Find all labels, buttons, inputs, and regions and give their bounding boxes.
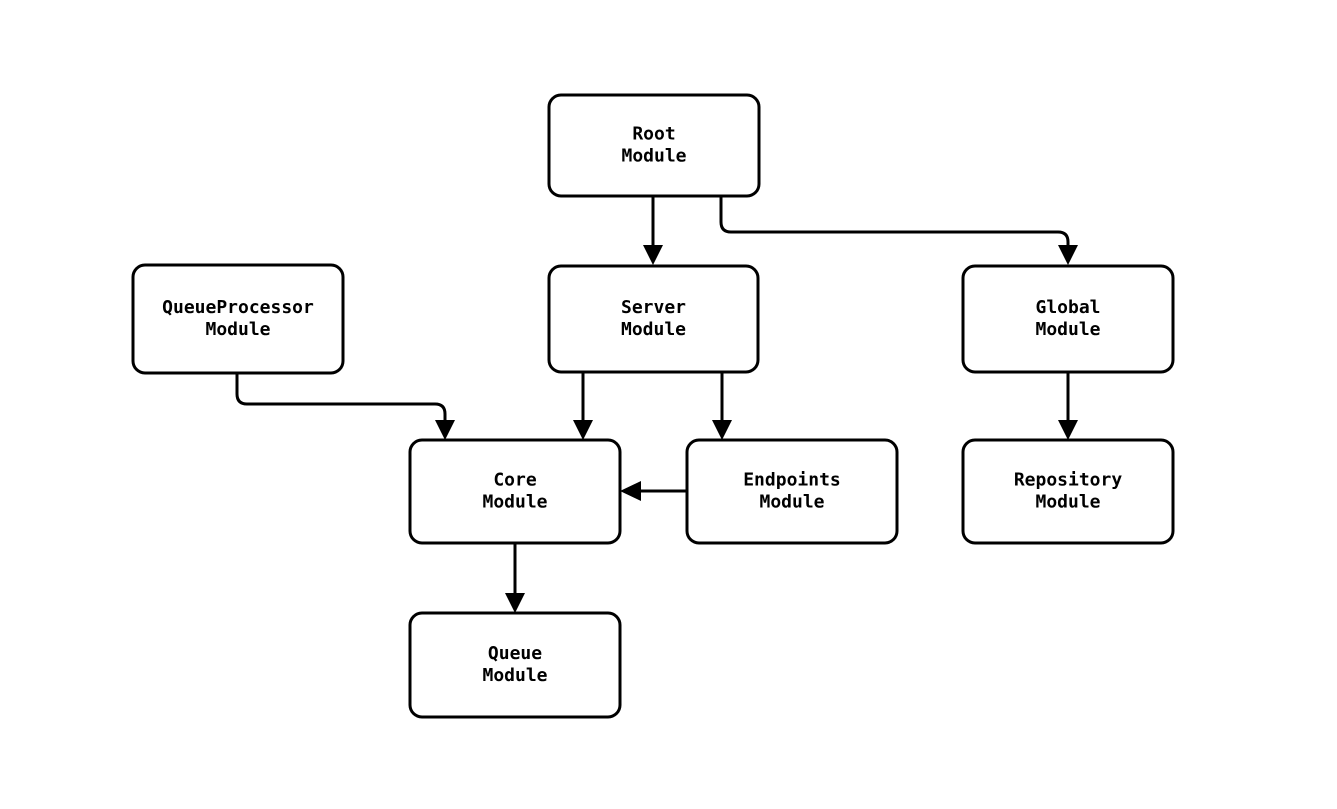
arrowhead-icon	[620, 481, 641, 501]
node-label-line2: Module	[1035, 492, 1100, 513]
node-box[interactable]	[961, 264, 1175, 374]
edge-queueprocessor-to-core	[235, 373, 455, 440]
edge-root-to-server	[643, 196, 663, 265]
arrowhead-icon	[1058, 245, 1078, 265]
node-label-line1: Server	[621, 297, 686, 318]
node-server-module[interactable]: Server Module	[547, 264, 760, 374]
edges-layer	[235, 196, 1078, 613]
edge-line	[719, 196, 1070, 251]
node-label-line1: QueueProcessor	[162, 297, 314, 318]
node-label-line2: Module	[205, 319, 270, 340]
arrowhead-icon	[712, 420, 732, 440]
node-label-line1: Queue	[488, 643, 542, 664]
node-label-line2: Module	[621, 319, 686, 340]
arrowhead-icon	[573, 420, 593, 440]
nodes-layer: Root Module QueueProcessor Module Server…	[131, 93, 1175, 719]
node-label-line2: Module	[482, 665, 547, 686]
node-queueprocessor-module[interactable]: QueueProcessor Module	[131, 263, 345, 375]
edge-root-to-global	[719, 196, 1078, 265]
edge-server-to-core	[573, 372, 593, 440]
node-label-line1: Repository	[1014, 470, 1123, 491]
node-root-module[interactable]: Root Module	[547, 93, 761, 198]
node-label-line1: Core	[493, 470, 537, 491]
node-box[interactable]	[547, 93, 761, 198]
node-box[interactable]	[685, 438, 899, 545]
edge-server-to-endpoints	[712, 372, 732, 440]
node-box[interactable]	[408, 438, 622, 545]
node-queue-module[interactable]: Queue Module	[408, 611, 622, 719]
node-label-line2: Module	[1035, 319, 1100, 340]
node-endpoints-module[interactable]: Endpoints Module	[685, 438, 899, 545]
edge-core-to-queue	[505, 543, 525, 613]
node-label-line1: Root	[632, 124, 675, 145]
node-label-line2: Module	[759, 492, 824, 513]
node-box[interactable]	[961, 438, 1175, 545]
node-label-line1: Global	[1035, 297, 1100, 318]
edge-line	[235, 373, 447, 426]
edge-global-to-repository	[1058, 372, 1078, 440]
arrowhead-icon	[505, 593, 525, 613]
arrowhead-icon	[1058, 420, 1078, 440]
node-label-line2: Module	[621, 146, 686, 167]
node-box[interactable]	[408, 611, 622, 719]
node-label-line1: Endpoints	[743, 470, 841, 491]
edge-endpoints-to-core	[620, 481, 687, 501]
node-repository-module[interactable]: Repository Module	[961, 438, 1175, 545]
node-box[interactable]	[131, 263, 345, 375]
node-core-module[interactable]: Core Module	[408, 438, 622, 545]
node-box[interactable]	[547, 264, 760, 374]
arrowhead-icon	[643, 245, 663, 265]
node-label-line2: Module	[482, 492, 547, 513]
node-global-module[interactable]: Global Module	[961, 264, 1175, 374]
arrowhead-icon	[435, 420, 455, 440]
